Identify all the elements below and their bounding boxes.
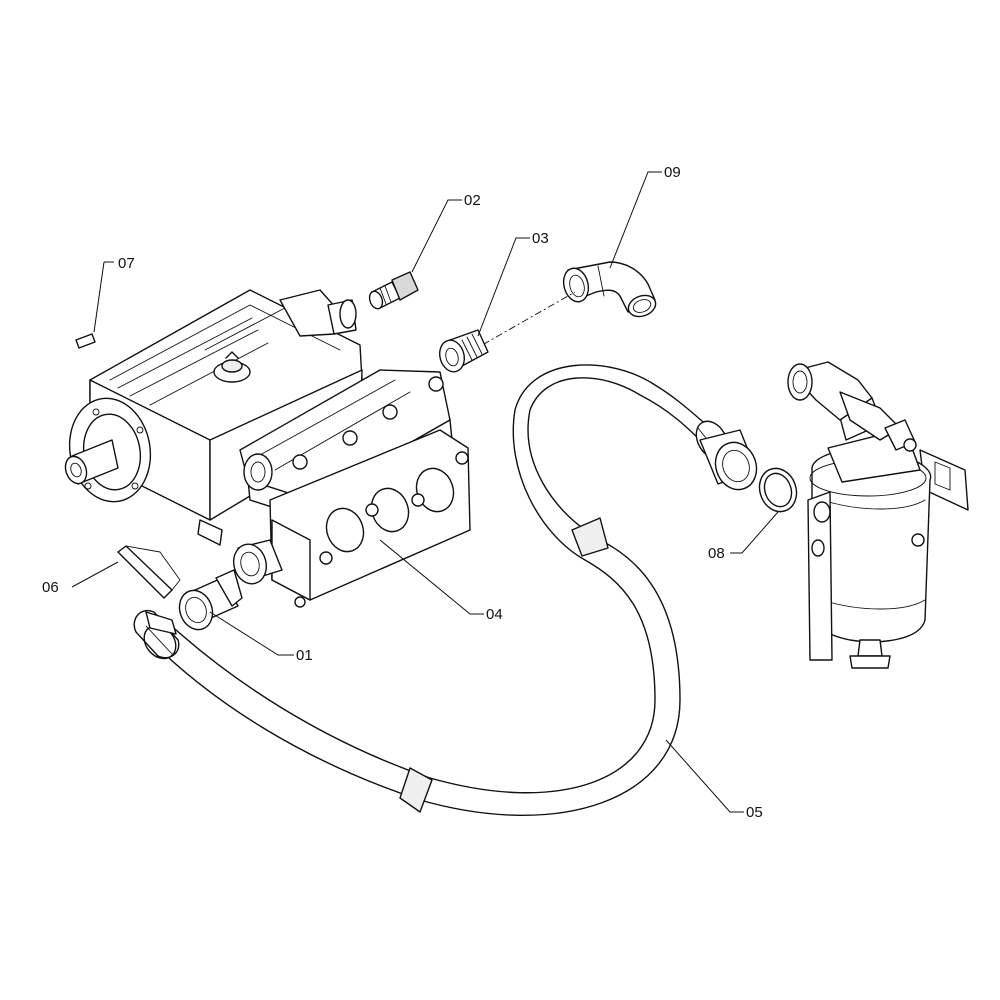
callout-05: 05 xyxy=(746,804,763,821)
leader-07 xyxy=(93,261,105,333)
callout-07: 07 xyxy=(118,255,135,272)
leader-01 xyxy=(209,611,294,656)
hose-clamp xyxy=(133,609,180,660)
callout-08: 08 xyxy=(708,545,725,562)
pump-manifold xyxy=(233,369,471,608)
callout-02: 02 xyxy=(464,192,481,209)
union-nut xyxy=(699,429,758,491)
leader-06 xyxy=(71,561,119,588)
leader-lines xyxy=(71,171,779,813)
oil-filler-cap xyxy=(213,351,251,383)
leader-05 xyxy=(665,739,744,813)
callout-03: 03 xyxy=(532,230,549,247)
strainer-screen xyxy=(117,545,181,599)
callout-09: 09 xyxy=(664,164,681,181)
leader-04 xyxy=(379,539,484,615)
leader-03 xyxy=(477,237,530,337)
leader-02 xyxy=(411,199,462,273)
drive-shaft xyxy=(64,439,119,485)
elbow-fitting xyxy=(562,261,657,318)
assembly-axis xyxy=(469,291,576,353)
callout-06: 06 xyxy=(42,579,59,596)
suction-filter xyxy=(787,361,969,669)
screw-plug xyxy=(368,271,419,310)
callout-04: 04 xyxy=(486,606,503,623)
suction-hose xyxy=(133,364,729,817)
o-ring xyxy=(758,467,798,513)
leader-09 xyxy=(609,171,662,269)
callout-01: 01 xyxy=(296,647,313,664)
dowel-pin xyxy=(75,333,96,349)
inlet-fitting xyxy=(178,569,243,631)
threaded-nipple xyxy=(438,329,489,373)
leader-08 xyxy=(730,511,779,554)
